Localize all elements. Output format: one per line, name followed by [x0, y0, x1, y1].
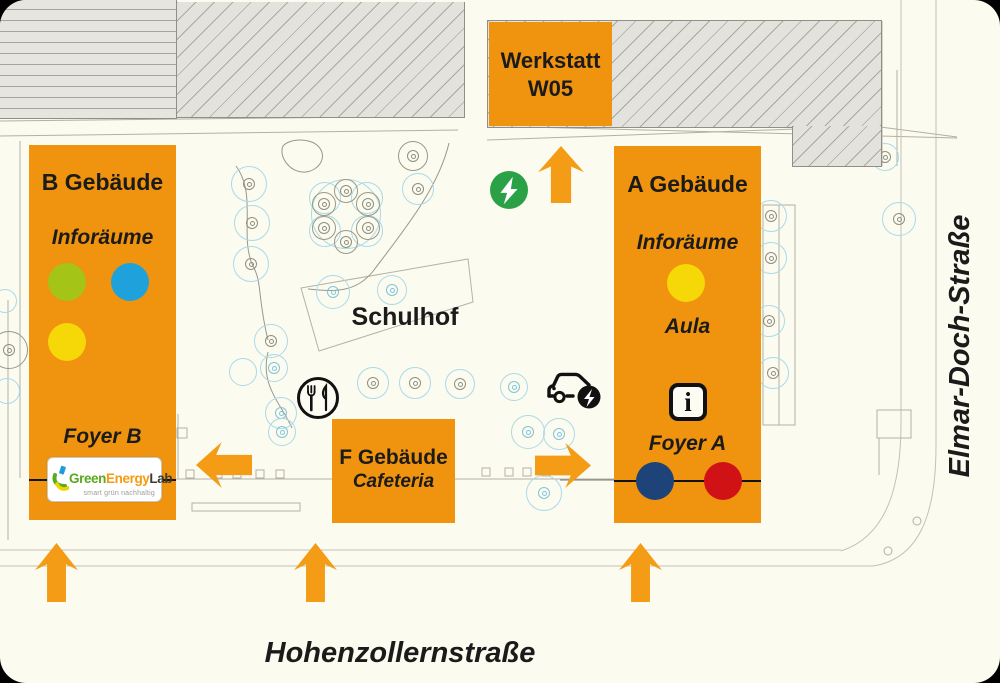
tree [268, 418, 296, 446]
tree-core [409, 377, 421, 389]
tree-core [318, 222, 330, 234]
street-label-right: Elmar-Doch-Straße [944, 214, 976, 478]
tree [445, 369, 475, 399]
building-b-rooms-label: Inforäume [51, 226, 154, 249]
green-bolt-icon [490, 171, 528, 214]
tree [511, 415, 545, 449]
fork-knife-icon [296, 376, 340, 425]
tree-core [765, 252, 777, 264]
tree [233, 246, 269, 282]
foyer-dot-navy [636, 462, 674, 500]
tree-core [362, 222, 374, 234]
info-room-dot-green [48, 263, 86, 301]
tree-core [340, 185, 352, 197]
tree [231, 166, 267, 202]
tree [312, 216, 336, 240]
tree-core [276, 426, 288, 438]
ev-car-charging-icon [545, 364, 603, 417]
hatched-building-top-middle [176, 2, 465, 118]
werkstatt-label-line1: Werkstatt [500, 48, 601, 73]
building-a-title: A Gebäude [627, 171, 748, 197]
tree [356, 192, 380, 216]
logo-tagline: smart grün nachhaltig [83, 490, 155, 497]
tree-core [386, 284, 398, 296]
tree [234, 205, 270, 241]
tree-core [765, 210, 777, 222]
tree-core [362, 198, 374, 210]
tree [543, 418, 575, 450]
tree [377, 275, 407, 305]
info-room-dot-yellow-a [667, 264, 705, 302]
tree-core [407, 150, 419, 162]
tree-core [3, 344, 15, 356]
building-f: F Gebäude Cafeteria [332, 419, 455, 523]
tree [334, 179, 358, 203]
tree-core [538, 487, 550, 499]
building-werkstatt: Werkstatt W05 [489, 22, 612, 126]
building-f-title: F Gebäude [339, 446, 448, 469]
tree [399, 367, 431, 399]
tree-core [522, 426, 534, 438]
tree-core [763, 315, 775, 327]
tree-core [243, 178, 255, 190]
tree [334, 230, 358, 254]
hatched-building-top-right-extension [792, 126, 882, 167]
tree [312, 192, 336, 216]
logo-word-energy: Energy [106, 470, 150, 486]
route-line-a [614, 480, 761, 482]
tree [882, 202, 916, 236]
tree-core [412, 183, 424, 195]
building-b-title: B Gebäude [41, 169, 164, 195]
tree-core [268, 362, 280, 374]
tree-core [454, 378, 466, 390]
tree [260, 354, 288, 382]
tree [357, 367, 389, 399]
tree-core [893, 213, 905, 225]
tree [254, 324, 288, 358]
tree [402, 173, 434, 205]
building-a-hall-label: Aula [664, 315, 711, 338]
foyer-dot-red [704, 462, 742, 500]
tree [356, 216, 380, 240]
tree [757, 357, 789, 389]
building-f-sub: Cafeteria [352, 471, 435, 492]
tree-core [340, 236, 352, 248]
logo-word-lab: Lab [149, 470, 173, 486]
tree [316, 275, 350, 309]
building-a-foyer-label: Foyer A [648, 432, 727, 455]
green-energy-lab-logo-mark [52, 465, 69, 491]
info-room-dot-yellow [48, 323, 86, 361]
tree [398, 141, 428, 171]
werkstatt-label-line2: W05 [527, 76, 574, 101]
building-a-rooms-label: Inforäume [636, 231, 739, 254]
building-a: A Gebäude Inforäume Aula i Foyer A [614, 146, 761, 523]
info-room-dot-blue [111, 263, 149, 301]
tree-core [246, 217, 258, 229]
info-icon: i [669, 383, 707, 421]
hatched-building-top-left [0, 0, 177, 119]
street-label-bottom: Hohenzollernstraße [264, 637, 536, 669]
tree-core [553, 428, 565, 440]
tree-core [767, 367, 779, 379]
tree [229, 358, 257, 386]
tree [500, 373, 528, 401]
building-b-foyer-label: Foyer B [63, 425, 142, 448]
tree-core [508, 381, 520, 393]
tree-core [265, 335, 277, 347]
logo-word-green: Green [69, 470, 107, 486]
tree-core [245, 258, 257, 270]
tree [0, 378, 20, 404]
tree-core [318, 198, 330, 210]
tree-core [327, 286, 339, 298]
tree [526, 475, 562, 511]
courtyard-label: Schulhof [351, 303, 459, 331]
tree-core [367, 377, 379, 389]
